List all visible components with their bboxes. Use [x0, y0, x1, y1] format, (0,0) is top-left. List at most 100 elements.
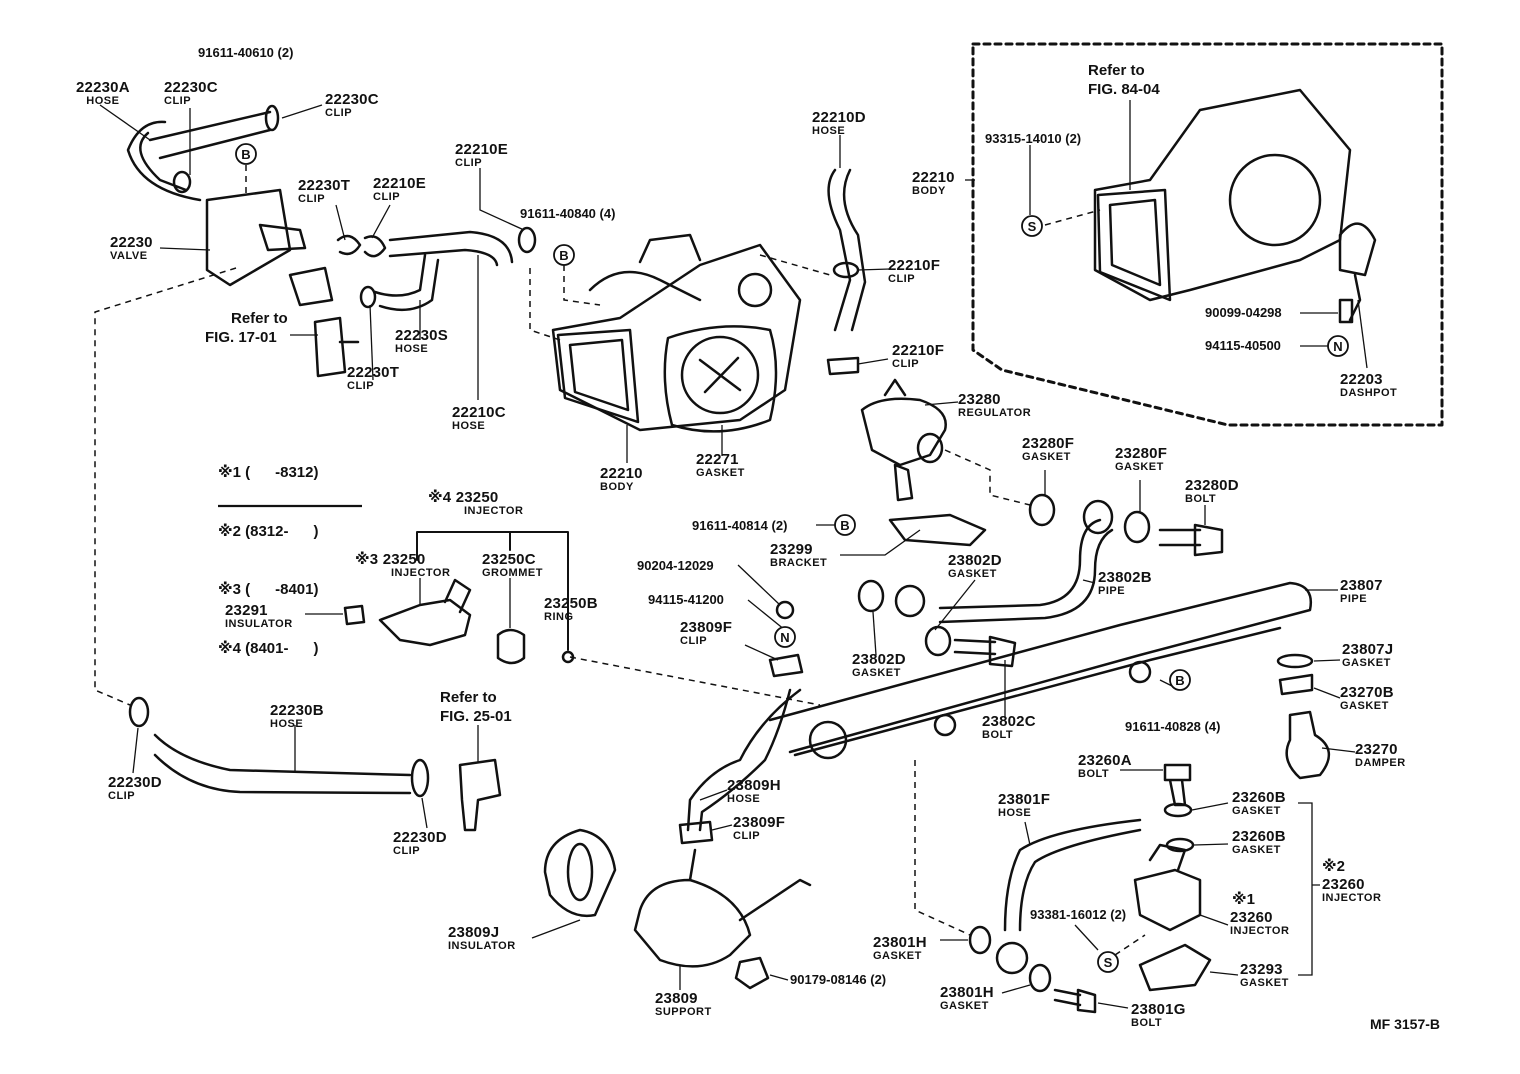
label-desc: GASKET: [1342, 657, 1391, 669]
pn-94115-41200: 94115-41200: [648, 592, 724, 607]
label-desc: PIPE: [1098, 585, 1126, 597]
label-desc: CLIP: [347, 380, 375, 392]
label-num: 22230C: [325, 91, 379, 108]
leader-22210f-b: [857, 358, 889, 365]
label-num: 23280F: [1115, 445, 1168, 462]
valve-22230-fitting: [288, 266, 334, 307]
rail-end: [808, 720, 848, 760]
clip-90204: [775, 600, 795, 620]
bracket-23260: [1298, 802, 1320, 976]
clip-22210f-b: [826, 356, 860, 376]
label-num: 23809H: [727, 777, 781, 794]
leader-23260b-b: [1193, 843, 1229, 846]
throttle-body-front: [556, 328, 640, 424]
label-num: 23260A: [1078, 752, 1132, 769]
hose-22230s: [373, 253, 440, 312]
pn-93315-14010: 93315-14010 (2): [985, 131, 1082, 146]
label-desc: DASHPOT: [1340, 387, 1398, 399]
bracket-23299: [888, 513, 987, 547]
leader-23809f-b: [711, 824, 733, 831]
leader-23270: [1321, 747, 1356, 753]
label-num: 22210F: [888, 257, 941, 274]
label-num: 23802D: [852, 651, 906, 668]
label-desc: GASKET: [1340, 700, 1389, 712]
label-num: 23280D: [1185, 477, 1239, 494]
leader-23293: [1209, 971, 1239, 976]
label-num: 22230T: [298, 177, 351, 194]
pn-91611-40610: 91611-40610 (2): [198, 45, 294, 60]
clip-22230c-upper: [264, 104, 280, 132]
label-num: 22203: [1340, 371, 1383, 388]
label-desc: GASKET: [873, 950, 922, 962]
hose-22210c: [388, 230, 514, 267]
label-desc: GROMMET: [482, 567, 543, 579]
label-desc: DAMPER: [1355, 757, 1406, 769]
hose-22230b: [153, 733, 412, 795]
label-num: 22210: [912, 169, 955, 186]
label-desc: HOSE: [998, 807, 1032, 819]
code-range: ( -8312): [245, 464, 319, 481]
hose-22230a-upper: [148, 110, 272, 160]
leader-23809h: [699, 789, 728, 801]
label-num: 23299: [770, 541, 813, 558]
clip-22230t: [336, 234, 362, 256]
code-row: ※1 ( -8312): [218, 463, 318, 483]
throttle-dashpot: [737, 272, 773, 308]
rail-port-1: [1128, 660, 1152, 684]
label-desc: HOSE: [812, 125, 846, 137]
gasket-23260b-a: [1163, 802, 1193, 818]
label-desc: CLIP: [298, 193, 326, 205]
insulator-23809j: [543, 828, 617, 918]
label-num: 22230: [110, 234, 153, 251]
label-desc: HOSE: [452, 420, 486, 432]
leader-22230c-b: [281, 104, 323, 119]
clip-23809f-a: [768, 653, 804, 678]
label-num: 23802B: [1098, 569, 1152, 586]
grommet-23250c: [496, 628, 526, 665]
code-range: (8312- ): [245, 522, 319, 540]
pipe-fitting-c: [894, 584, 926, 618]
label-num: 23280F: [1022, 435, 1075, 452]
clip-22230d-a: [128, 696, 150, 728]
inset-throttle-front: [1096, 188, 1172, 302]
label-num: 22230D: [393, 829, 447, 846]
label-num: 23802D: [948, 552, 1002, 569]
label-num: 23260B: [1232, 789, 1286, 806]
label-desc: REGULATOR: [958, 407, 1032, 419]
pn-90179-08146: 90179-08146 (2): [790, 972, 887, 987]
dash-ring: [569, 656, 821, 706]
marker-b-2: [553, 244, 575, 266]
pn-91611-40840: 91611-40840 (4): [520, 206, 616, 221]
clip-22210e-b: [517, 226, 537, 254]
leader-22230a: [99, 104, 151, 141]
pipe-23807: [768, 581, 1313, 754]
label-num: 23801F: [998, 791, 1051, 808]
label-desc: INJECTOR: [391, 567, 451, 579]
label-desc: CLIP: [892, 358, 920, 370]
marker-n-1-text: N: [1333, 339, 1342, 354]
label-desc: BOLT: [1078, 768, 1110, 780]
leader-23801g: [1097, 1002, 1129, 1009]
label-desc: BRACKET: [770, 557, 828, 569]
label-num: 23809J: [448, 924, 500, 941]
gasket-23807j: [1276, 653, 1314, 669]
label-num: 22210: [600, 465, 643, 482]
code-row: ※3 ( -8401): [218, 580, 318, 600]
